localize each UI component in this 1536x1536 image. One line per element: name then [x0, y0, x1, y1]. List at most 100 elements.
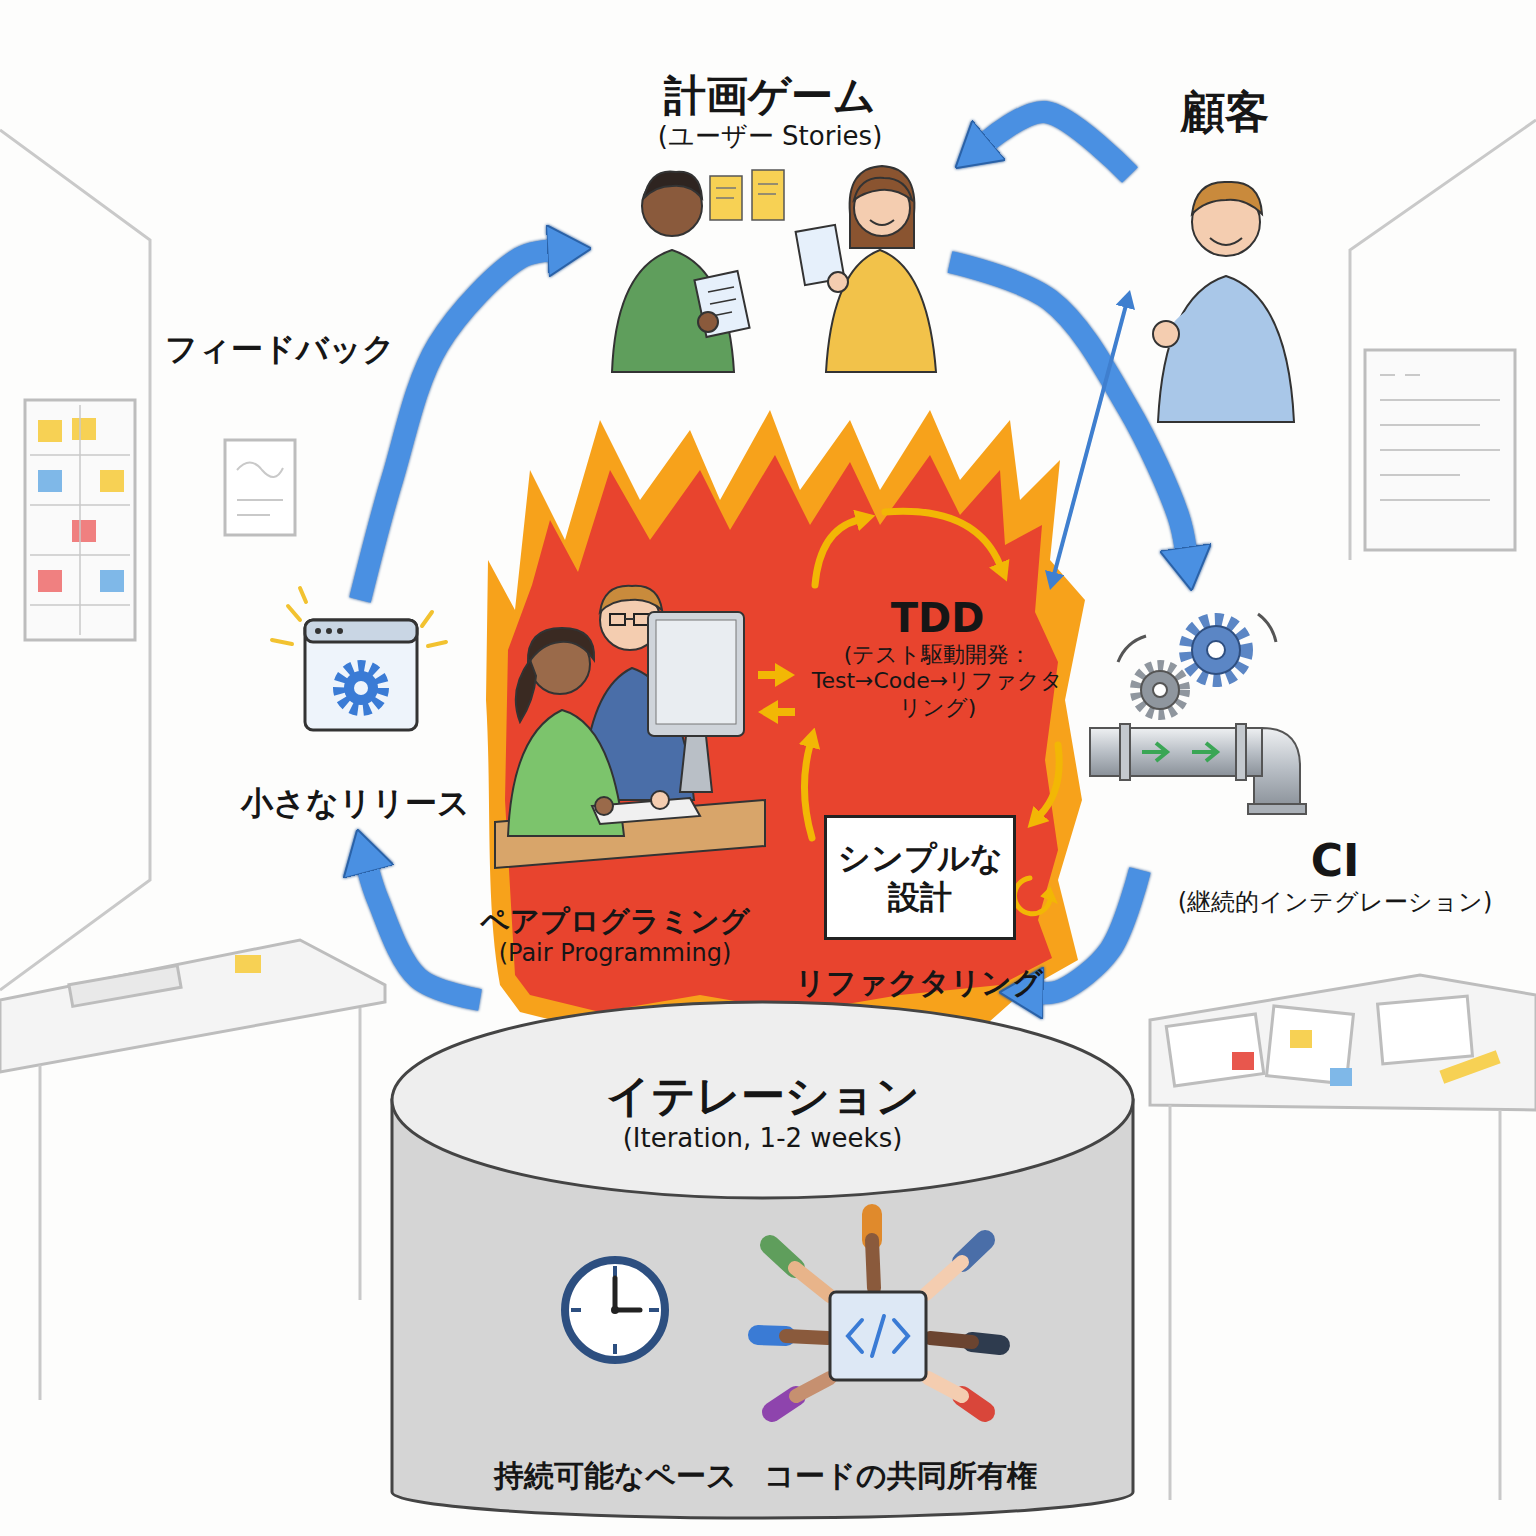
office-background [1166, 1014, 1263, 1086]
ci-pipeline-icon [1248, 804, 1306, 814]
office-background [38, 470, 62, 492]
annotation-label: リファクタリング [795, 965, 1043, 1001]
flow-arrow [758, 671, 776, 679]
release-window-icon [272, 588, 446, 730]
office-background [100, 570, 124, 592]
office-background [0, 940, 385, 1072]
node-title: 顧客 [1181, 86, 1269, 139]
fire-background [486, 410, 1085, 1032]
office-background [1170, 1105, 1500, 1500]
ci-pipeline-icon [1153, 683, 1167, 697]
ci-pipeline-icon [1186, 620, 1246, 680]
shared-code-hands [848, 1316, 908, 1356]
node-subtitle: (Iteration, 1-2 weeks) [623, 1123, 903, 1154]
actor-node: 顧客 [1130, 80, 1320, 420]
planning-team [612, 166, 936, 372]
shared-code-hands [795, 1268, 830, 1296]
pair-programmers [651, 791, 669, 809]
tdd-cycle-arrows [885, 511, 1000, 565]
ci-pipeline-icon [1142, 743, 1167, 761]
release-window-icon [315, 628, 321, 634]
node-title: 計画ゲーム [664, 71, 876, 121]
ci-pipeline-icon [1236, 724, 1246, 780]
text-group: 計画ゲーム(ユーザー Stories) [590, 71, 950, 153]
ci-pipeline-icon [1192, 743, 1217, 761]
release-window-icon [354, 681, 368, 695]
text-group: イテレーション(Iteration, 1-2 weeks) [390, 1070, 1135, 1154]
pair-programmers [680, 736, 712, 792]
shared-code-hands [928, 1378, 962, 1396]
fire-background [486, 410, 1085, 1032]
shared-code-hands [926, 1262, 962, 1294]
pair-programmers [656, 620, 736, 724]
pair-programmers [610, 614, 625, 625]
node-title: コードの共同所有権 [764, 1458, 1037, 1494]
shared-code-hands [758, 1214, 1000, 1412]
office-background [1290, 1030, 1312, 1048]
ci-pipeline-icon [1120, 724, 1130, 780]
release-window-icon [326, 628, 332, 634]
text-group: シンプルな 設計 [827, 839, 1013, 916]
customer-figure [1192, 182, 1262, 214]
node-subtitle: (Pair Programming) [499, 939, 732, 968]
shared-code-hands [830, 1292, 926, 1380]
cycle-arrow [360, 251, 548, 600]
office-background [225, 440, 295, 535]
office-background [100, 470, 124, 492]
shared-code-hands [796, 1378, 830, 1396]
planning-team [644, 172, 702, 198]
cycle-arrow [368, 871, 480, 1000]
planning-team [870, 220, 894, 225]
pair-programmers [528, 628, 594, 664]
release-window-icon [344, 671, 378, 705]
clock-icon [565, 1260, 665, 1360]
node-title: 小さなリリース [241, 784, 470, 822]
ci-pipeline-icon [1136, 666, 1184, 714]
office-background [1350, 120, 1536, 560]
shared-code-hands [872, 1240, 874, 1288]
pair-programmers [516, 660, 536, 722]
tdd-cycle-arrows [804, 745, 812, 838]
office-background [1380, 375, 1500, 500]
pair-programmers [625, 618, 634, 620]
tdd-cycle-arrows [815, 520, 858, 585]
cycle-arrow [950, 262, 1185, 548]
office-background [25, 400, 135, 640]
pair-programmers [648, 612, 744, 736]
node-title: イテレーション [606, 1070, 920, 1123]
text-group: TDD(テスト駆動開発：Test→Code→リファクタリング) [795, 594, 1080, 721]
planning-team [854, 178, 912, 200]
office-background [1330, 1068, 1352, 1086]
node-title: シンプルな 設計 [832, 839, 1008, 916]
customer-figure [1153, 321, 1179, 347]
ci-pipeline-icon [1192, 626, 1240, 674]
node-subtitle: (テスト駆動開発：Test→Code→リファクタリング) [805, 642, 1070, 721]
text-group: 小さなリリース [233, 784, 478, 822]
ci-pipeline-icon [1090, 614, 1306, 814]
text-group: ペアプログラミング(Pair Programming) [472, 904, 758, 968]
practice-node: CI(継続的インテグレーション) [1140, 590, 1530, 960]
pair-programmers [495, 586, 765, 868]
node-title: 持続可能なペース [494, 1458, 737, 1494]
ci-pipeline-icon [1141, 671, 1179, 709]
cycle-arrow [1042, 870, 1140, 993]
ci-pipeline-icon [1207, 641, 1225, 659]
process-box: シンプルな 設計 [824, 815, 1016, 940]
practice-node: 小さなリリース [233, 600, 478, 830]
planning-team [752, 170, 784, 220]
ci-pipeline-icon [1254, 728, 1300, 808]
office-background [0, 130, 150, 990]
office-background [1378, 996, 1473, 1064]
ci-pipeline-icon [1118, 614, 1276, 662]
planning-team [850, 166, 915, 248]
pair-programmers [592, 798, 700, 824]
planning-team [708, 287, 736, 316]
planning-team [694, 271, 749, 337]
office-background [72, 520, 96, 542]
practice-node: 計画ゲーム(ユーザー Stories) [590, 65, 950, 375]
office-background [1439, 1050, 1500, 1084]
